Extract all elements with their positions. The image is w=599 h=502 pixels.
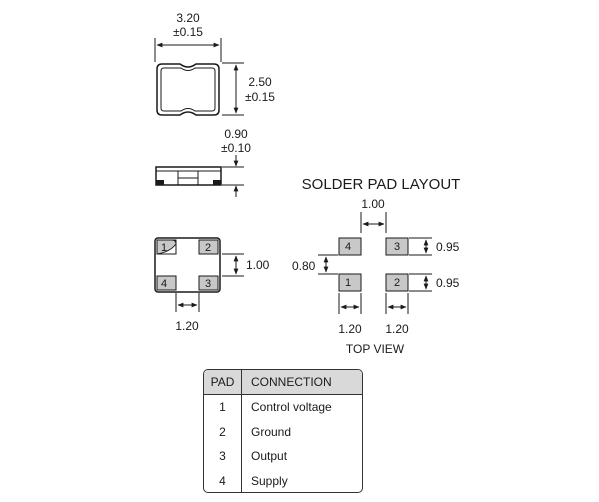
- side-terminal-right: [213, 180, 221, 185]
- row-pad: 4: [204, 468, 242, 492]
- package-pad-2: [198, 239, 219, 255]
- package-outline: [156, 63, 220, 116]
- package-pad-3: [198, 275, 219, 291]
- pad-height-bottom-label: 0.95: [436, 276, 460, 290]
- pad-pitch-label: 1.20: [175, 319, 199, 333]
- pad-width-left-label: 1.20: [338, 322, 362, 336]
- package-top-view: 3.20 ±0.15 2.50 ±0.15: [154, 11, 275, 116]
- length-tol-label: ±0.15: [173, 25, 203, 39]
- row-connection: Output: [251, 449, 288, 463]
- pad-height-top-label: 0.95: [436, 240, 460, 254]
- solder-pad-4: [338, 237, 362, 256]
- header-connection: CONNECTION: [251, 375, 332, 389]
- solder-pad-3-label: 3: [394, 241, 400, 253]
- width-tol-label: ±0.15: [245, 90, 275, 104]
- table-row: 2 Ground: [204, 419, 362, 444]
- row-pad: 2: [204, 419, 242, 444]
- solder-pad-2: [385, 273, 409, 292]
- bottom-outline: [154, 237, 221, 293]
- package-side-view: 0.90 ±0.10: [155, 127, 251, 197]
- row-connection: Supply: [251, 473, 288, 488]
- solder-pad-3: [385, 237, 409, 256]
- gap-x-label: 1.00: [361, 197, 385, 211]
- table-row: 1 Control voltage: [204, 395, 362, 420]
- solder-pad-2-label: 2: [394, 277, 400, 289]
- solder-layout-title: SOLDER PAD LAYOUT: [302, 176, 461, 193]
- header-pad: PAD: [204, 370, 242, 394]
- side-terminal-left: [156, 180, 164, 185]
- table-row: 4 Supply: [204, 468, 362, 492]
- row-connection: Control voltage: [251, 400, 332, 414]
- package-pad-4-label: 4: [161, 278, 167, 290]
- table-row: 3 Output: [204, 444, 362, 469]
- side-body: [155, 166, 222, 186]
- top-view-label: TOP VIEW: [346, 342, 405, 356]
- package-lid: [160, 67, 216, 112]
- row-connection: Ground: [251, 424, 292, 439]
- length-label: 3.20: [176, 11, 200, 25]
- row-pad: 1: [204, 395, 242, 420]
- package-pad-4: [156, 275, 177, 291]
- height-label: 0.90: [224, 127, 248, 141]
- package-pad-2-label: 2: [205, 242, 211, 254]
- solder-pad-1-label: 1: [345, 277, 351, 289]
- width-label: 2.50: [248, 75, 272, 89]
- table-header-row: PAD CONNECTION: [204, 370, 362, 395]
- package-pad-1-label: 1: [161, 242, 167, 254]
- solder-pad-1: [338, 273, 362, 292]
- solder-pad-4-label: 4: [345, 241, 351, 253]
- package-pad-1: [156, 239, 177, 255]
- package-bottom-view: 1 2 3 4 1.00 1.20: [154, 237, 270, 333]
- pad-width-right-label: 1.20: [385, 322, 409, 336]
- height-tol-label: ±0.10: [221, 141, 251, 155]
- pad-connection-table: PAD CONNECTION 1 Control voltage 2 Groun…: [203, 369, 363, 493]
- solder-pad-layout: SOLDER PAD LAYOUT 1.00 4 3 1 2 0.80 0.95…: [292, 176, 460, 356]
- package-pad-3-label: 3: [205, 278, 211, 290]
- gap-y-label: 0.80: [292, 259, 316, 273]
- row-pad: 3: [204, 444, 242, 469]
- pad-gap-label: 1.00: [246, 258, 270, 272]
